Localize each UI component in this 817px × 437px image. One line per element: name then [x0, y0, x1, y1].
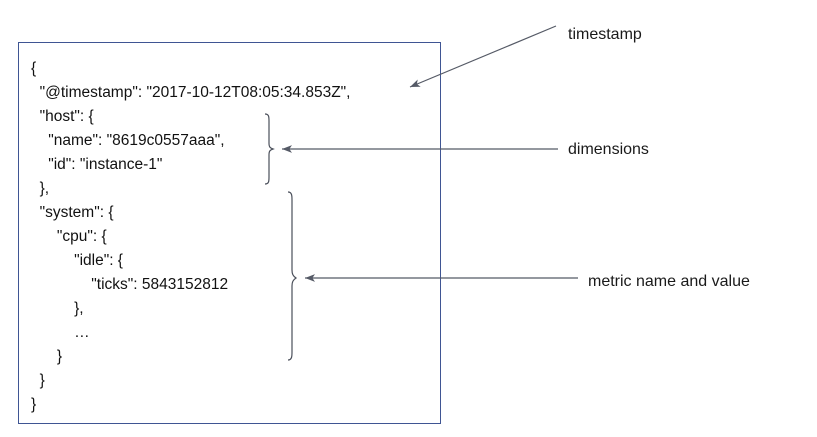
json-line-system-close: }: [31, 372, 45, 389]
json-line-ellipsis: …: [31, 324, 90, 341]
json-line-host-open: "host": {: [31, 108, 94, 125]
json-line-host-name: "name": "8619c0557aaa",: [31, 132, 225, 149]
json-line-cpu-open: "cpu": {: [31, 228, 107, 245]
annotation-label-timestamp: timestamp: [568, 26, 642, 43]
json-line-cpu-close: }: [31, 348, 63, 365]
json-line-idle-open: "idle": {: [31, 252, 123, 269]
json-line-idle-close: },: [31, 300, 84, 317]
json-line: {: [31, 60, 37, 77]
json-line-host-close: },: [31, 180, 50, 197]
json-line-root-close: }: [31, 396, 37, 413]
json-line-system-open: "system": {: [31, 204, 114, 221]
json-document-box: { "@timestamp": "2017-10-12T08:05:34.853…: [18, 42, 441, 424]
annotation-label-dimensions: dimensions: [568, 141, 649, 158]
json-code-block: { "@timestamp": "2017-10-12T08:05:34.853…: [31, 57, 351, 417]
annotation-label-metric: metric name and value: [588, 273, 750, 290]
json-line-timestamp: "@timestamp": "2017-10-12T08:05:34.853Z"…: [31, 84, 351, 101]
json-line-ticks: "ticks": 5843152812: [31, 276, 229, 293]
json-line-host-id: "id": "instance-1": [31, 156, 163, 173]
